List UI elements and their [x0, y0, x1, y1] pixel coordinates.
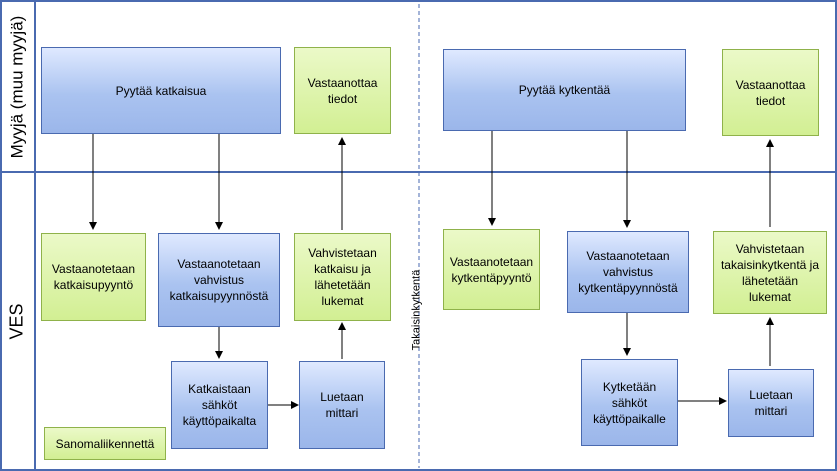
lane-seller-text: Myyjä (muu myyjä): [7, 15, 26, 159]
right-receive-request-box: Vastaanotetaan kytkentäpyyntö: [443, 229, 540, 310]
right-confirm-receipt-box: Vastaanotetaan vahvistus kytkentäpyynnös…: [567, 231, 689, 313]
lane-seller-label: Myyjä (muu myyjä): [0, 2, 34, 172]
left-cut-power-box: Katkaistaan sähköt käyttöpaikalta: [171, 361, 268, 449]
left-confirm-receipt-box: Vastaanotetaan vahvistus katkaisupyynnös…: [158, 233, 280, 327]
legend-message-box: Sanomaliikennettä: [44, 427, 166, 460]
divider-label: Takaisinkytkentä: [408, 250, 424, 370]
right-connect-power-box: Kytketään sähköt käyttöpaikalle: [581, 359, 678, 446]
lane-ves-text: VES: [6, 302, 27, 340]
left-request-box: Pyytää katkaisua: [41, 47, 281, 134]
left-read-meter-box: Luetaan mittari: [299, 361, 385, 449]
left-receive-info-box: Vastaanottaa tiedot: [294, 47, 391, 134]
right-receive-info-box: Vastaanottaa tiedot: [722, 49, 819, 136]
right-request-box: Pyytää kytkentää: [443, 49, 686, 131]
left-confirm-send-box: Vahvistetaan katkaisu ja lähetetään luke…: [294, 233, 391, 321]
right-confirm-send-box: Vahvistetaan takaisinkytkentä ja lähetet…: [713, 231, 827, 314]
lane-ves-label: VES: [0, 173, 34, 469]
left-receive-request-box: Vastaanotetaan katkaisupyyntö: [41, 233, 146, 321]
right-read-meter-box: Luetaan mittari: [728, 369, 814, 437]
divider-label-text: Takaisinkytkentä: [410, 269, 422, 351]
